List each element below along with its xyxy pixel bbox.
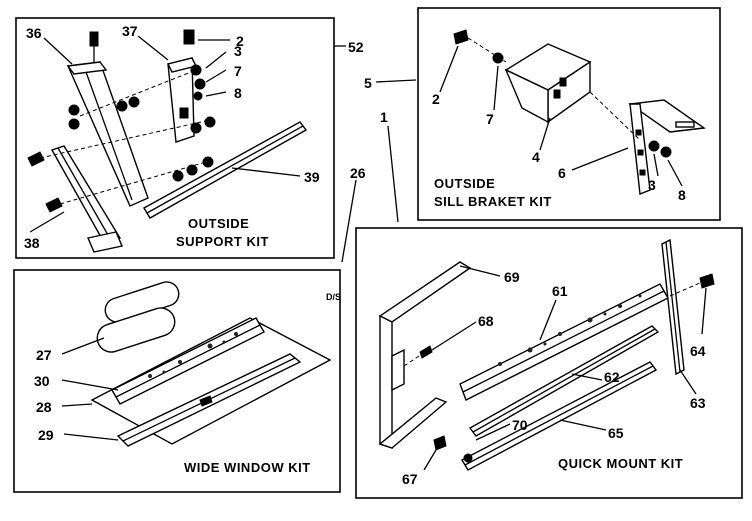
fasteners-sill-bracket — [453, 29, 672, 158]
rail-65 — [461, 361, 658, 471]
fasteners-quick-mount — [433, 273, 715, 451]
sill-bracket-lower-6 — [628, 99, 706, 195]
quick-mount-kit-box — [355, 227, 743, 499]
wide-window-title: WIDE WINDOW KIT — [184, 460, 311, 475]
quick-mount-title: QUICK MOUNT KIT — [558, 456, 683, 471]
callout-65: 65 — [608, 425, 624, 441]
rail-29 — [116, 353, 302, 447]
callout-62: 62 — [604, 369, 620, 385]
callout-30: 30 — [34, 373, 50, 389]
callout-26: 26 — [350, 165, 366, 181]
callout-69: 69 — [504, 269, 520, 285]
callout-7: 7 — [234, 63, 242, 79]
outside-support-title-line2: SUPPORT KIT — [176, 234, 269, 249]
rail-62 — [468, 325, 660, 437]
outside-support-kit-box — [15, 17, 335, 259]
callout-1: 1 — [380, 109, 388, 125]
rail-30 — [111, 317, 265, 405]
dash-lines-outside-support — [39, 69, 211, 205]
wide-window-kit-box — [13, 269, 341, 493]
ds-label: D/S — [326, 292, 341, 302]
callout-64: 64 — [690, 343, 706, 359]
callout-4: 4 — [532, 149, 540, 165]
callouts-sill-bracket: 5 2 7 4 6 3 8 — [364, 75, 686, 203]
callout-3: 3 — [234, 43, 242, 59]
callout-38: 38 — [24, 235, 40, 251]
sill-bracket-title-line2: SILL BRAKET KIT — [434, 194, 552, 209]
callout-63: 63 — [690, 395, 706, 411]
support-rod-39 — [143, 121, 308, 219]
sill-bracket-title-line1: OUTSIDE — [434, 176, 495, 191]
frame-69 — [378, 261, 472, 449]
callouts-outside-support: 36 37 2 3 7 8 52 39 38 — [24, 23, 364, 251]
leaders-outside-support — [29, 35, 346, 233]
leaders-sill-bracket — [375, 45, 683, 187]
callout-2-sill: 2 — [432, 91, 440, 107]
outside-support-title-line1: OUTSIDE — [188, 216, 249, 231]
callout-2: 2 — [236, 33, 244, 49]
callout-6: 6 — [558, 165, 566, 181]
callout-7-sill: 7 — [486, 111, 494, 127]
sill-bracket-upper-4 — [504, 43, 592, 124]
fasteners-outside-support — [27, 64, 216, 213]
callout-36: 36 — [26, 25, 42, 41]
callouts-wide-window: 27 30 28 29 — [34, 347, 54, 443]
callout-3-sill: 3 — [648, 177, 656, 193]
callout-61: 61 — [552, 283, 568, 299]
sill-bracket-kit-box — [417, 7, 721, 221]
bracket-68 — [391, 345, 433, 392]
leaders-quick-mount — [423, 265, 707, 471]
callout-5: 5 — [364, 75, 372, 91]
dash-lines-sill-bracket — [467, 37, 641, 141]
callout-29: 29 — [38, 427, 54, 443]
bracket-36 — [66, 31, 149, 207]
post-63 — [661, 238, 685, 376]
callouts-quick-mount: 69 61 68 62 64 63 70 65 67 — [402, 269, 706, 487]
bracket-38 — [50, 145, 123, 253]
callout-39: 39 — [304, 169, 320, 185]
callout-28: 28 — [36, 399, 52, 415]
callout-52: 52 — [348, 39, 364, 55]
center-callouts: 1 26 D/S — [326, 109, 399, 302]
callout-27: 27 — [36, 347, 52, 363]
seal-27 — [96, 281, 180, 353]
callout-68: 68 — [478, 313, 494, 329]
callout-70: 70 — [512, 417, 528, 433]
callout-67: 67 — [402, 471, 418, 487]
dash-lines-quick-mount — [403, 281, 703, 367]
callout-8: 8 — [234, 85, 242, 101]
callout-37: 37 — [122, 23, 138, 39]
callout-8-sill: 8 — [678, 187, 686, 203]
leaders-wide-window — [61, 337, 119, 441]
